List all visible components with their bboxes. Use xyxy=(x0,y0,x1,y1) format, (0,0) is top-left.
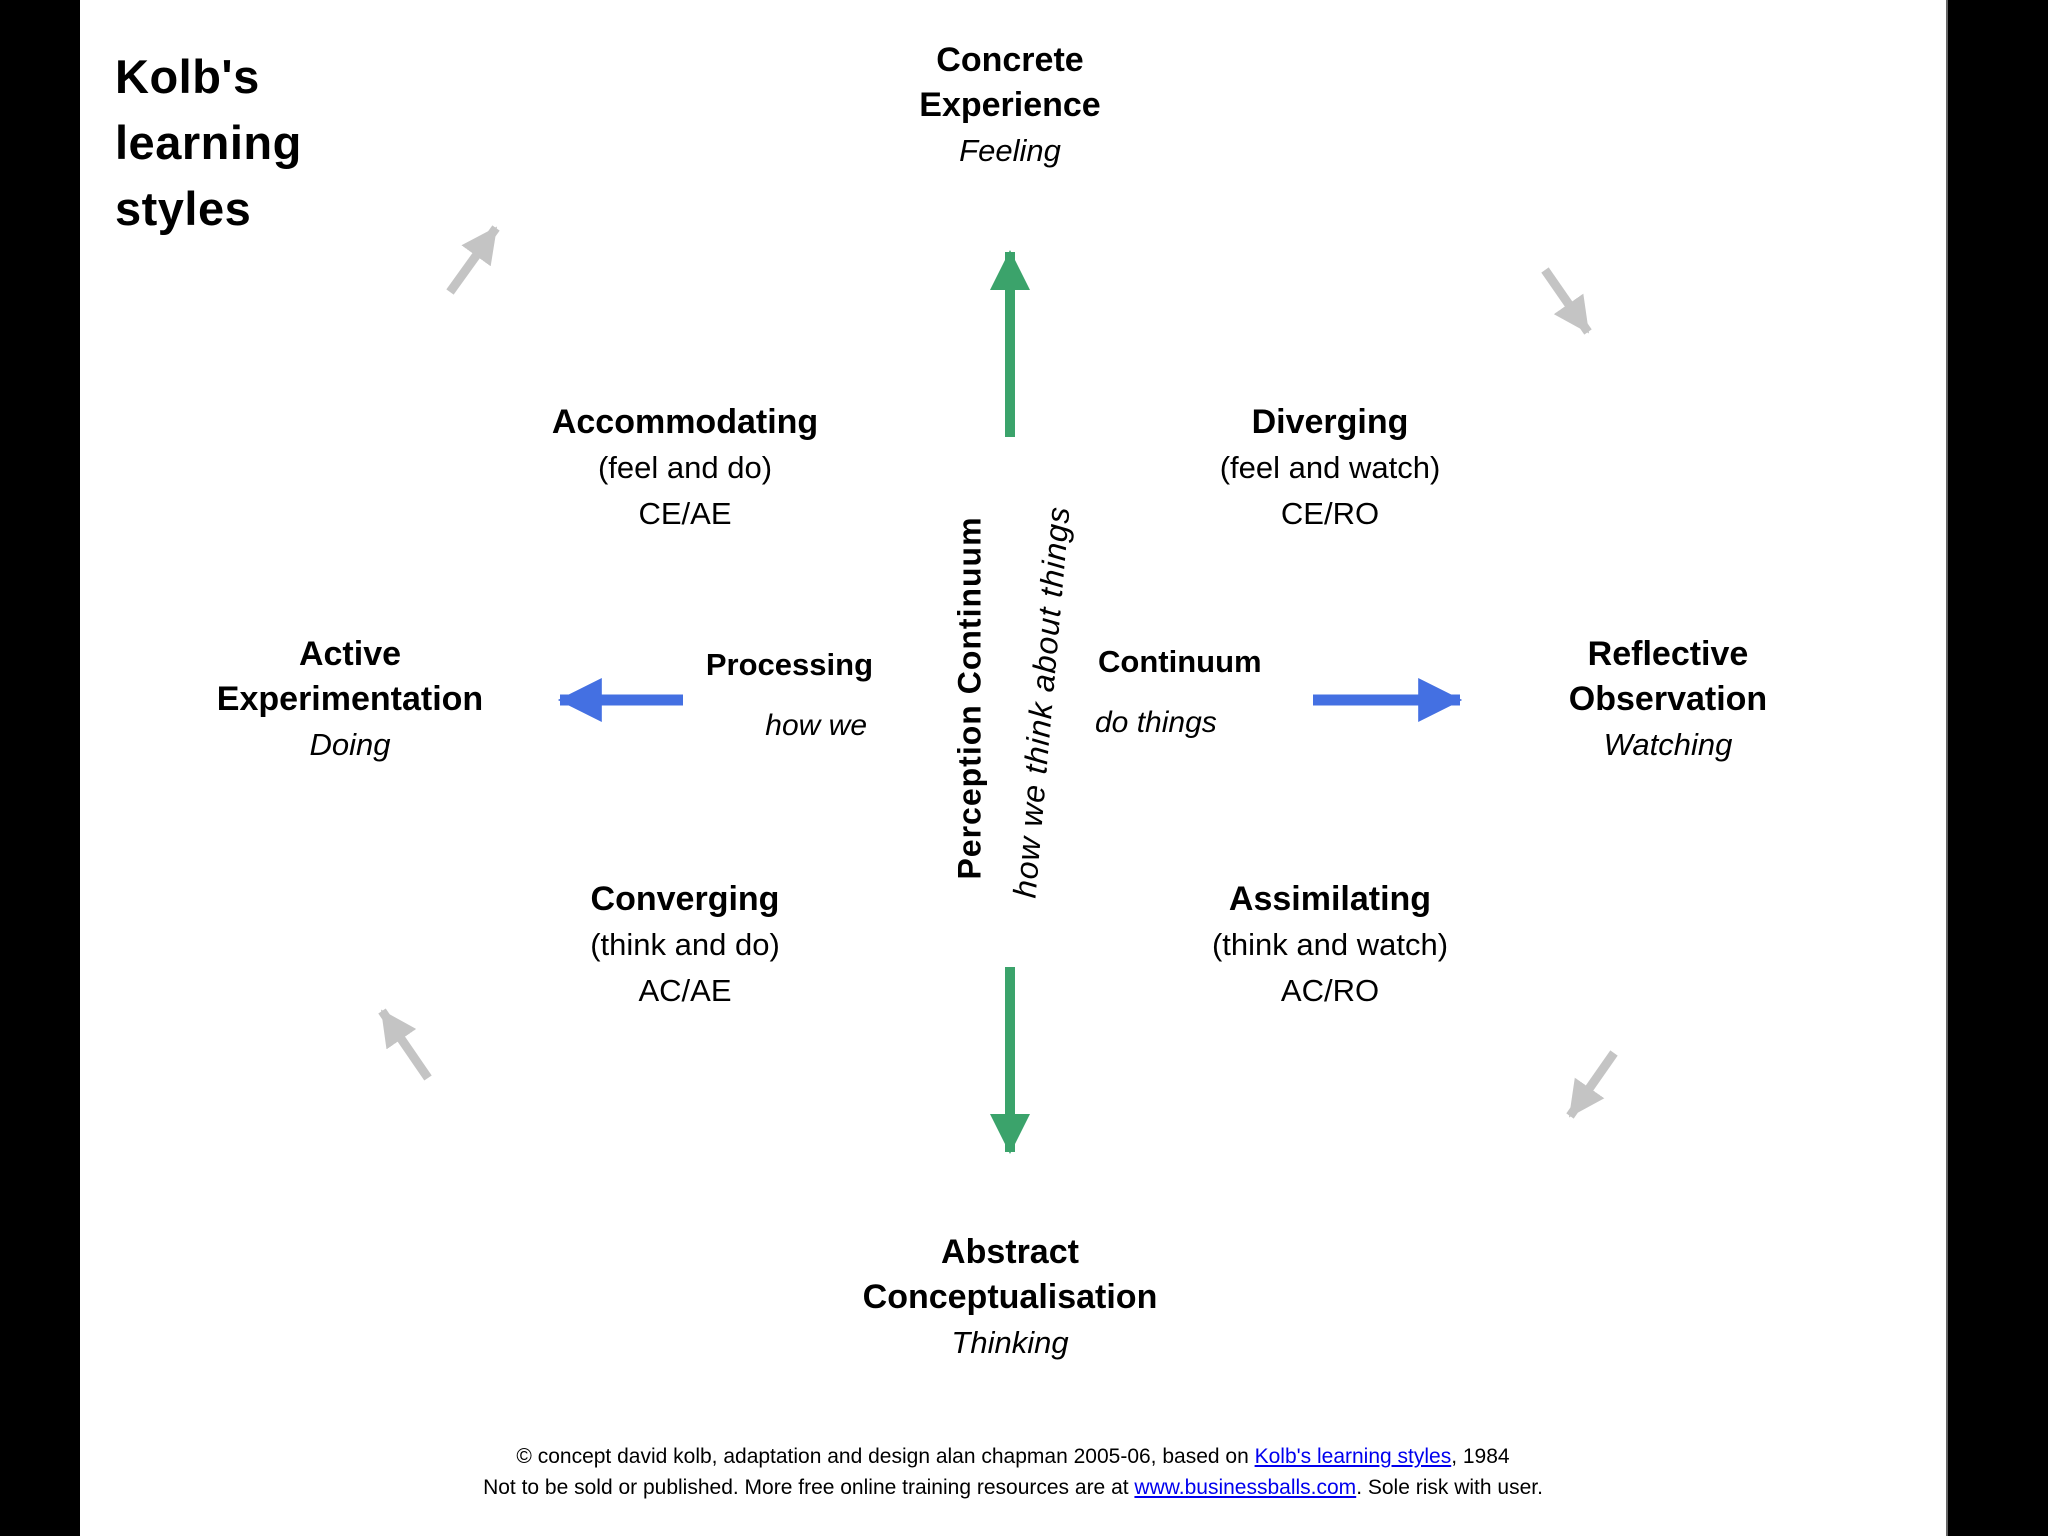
axis-horizontal-sub-right: do things xyxy=(1095,706,1217,739)
axis-vertical-label: Perception Continuum xyxy=(951,516,988,880)
quadrant-detail: (feel and do) xyxy=(597,450,773,485)
cycle-arrow-nw-icon xyxy=(378,1008,432,1081)
quadrant-name: Diverging xyxy=(1251,403,1409,441)
quadrant-code: CE/AE xyxy=(638,496,732,531)
footer-link-kolbs-learning-styles[interactable]: Kolb's learning styles xyxy=(1254,1445,1452,1468)
footer-text: © concept david kolb, adaptation and des… xyxy=(516,1445,1255,1468)
pole-label: Concrete xyxy=(936,41,1084,79)
diagram-arrows-layer xyxy=(378,225,1618,1155)
quadrant-converging: Converging (think and do) AC/AE xyxy=(590,876,780,1014)
quadrant-assimilating: Assimilating (think and watch) AC/RO xyxy=(1212,876,1448,1014)
diagram-title: Kolb's learning styles xyxy=(115,50,302,235)
pole-sublabel: Doing xyxy=(309,727,391,762)
footer-line2: Not to be sold or published. More free o… xyxy=(80,1473,1946,1503)
quadrant-code: AC/RO xyxy=(1280,973,1380,1008)
pole-active-experimentation: Active Experimentation Doing xyxy=(217,632,483,767)
pole-label: Abstract xyxy=(941,1233,1079,1271)
left-letterbox xyxy=(0,0,80,1536)
pole-label: Experience xyxy=(919,86,1101,124)
axis-horizontal-sub-left: how we xyxy=(765,709,867,742)
quadrant-name: Accommodating xyxy=(551,403,819,441)
quadrant-name: Converging xyxy=(590,880,780,918)
footer-link-businessballs[interactable]: www.businessballs.com xyxy=(1134,1476,1357,1499)
quadrant-name: Assimilating xyxy=(1228,880,1432,918)
cycle-arrow-se-icon xyxy=(1541,267,1592,335)
pole-label: Active xyxy=(298,635,402,673)
pole-sublabel: Feeling xyxy=(959,133,1061,168)
diagram-canvas: Kolb's learning styles Concrete Experien… xyxy=(80,0,1948,1536)
pole-sublabel: Thinking xyxy=(951,1325,1069,1360)
pole-label: Experimentation xyxy=(216,680,484,718)
pole-sublabel: Watching xyxy=(1603,727,1733,762)
right-letterbox xyxy=(1946,0,2048,1536)
quadrant-detail: (feel and watch) xyxy=(1219,450,1441,485)
quadrant-detail: (think and do) xyxy=(590,927,780,962)
footer-line1: © concept david kolb, adaptation and des… xyxy=(80,1442,1946,1472)
footer-text: Not to be sold or published. More free o… xyxy=(483,1476,1135,1499)
footer-text: , 1984 xyxy=(1451,1445,1510,1468)
pole-abstract-conceptualisation: Abstract Conceptualisation Thinking xyxy=(863,1230,1158,1365)
footer-text: . Sole risk with user. xyxy=(1356,1476,1543,1499)
cycle-arrow-sw-icon xyxy=(1566,1050,1618,1119)
quadrant-code: CE/RO xyxy=(1280,496,1380,531)
pole-reflective-observation: Reflective Observation Watching xyxy=(1569,632,1767,767)
axis-horizontal-label-left: Processing xyxy=(705,647,873,682)
pole-concrete-experience: Concrete Experience Feeling xyxy=(919,38,1100,173)
pole-label: Reflective xyxy=(1587,635,1749,673)
quadrant-code: AC/AE xyxy=(638,973,732,1008)
cycle-arrow-ne-icon xyxy=(446,225,500,295)
quadrant-detail: (think and watch) xyxy=(1211,927,1449,962)
quadrant-accommodating: Accommodating (feel and do) CE/AE xyxy=(552,399,818,537)
pole-label: Conceptualisation xyxy=(862,1278,1158,1316)
pole-label: Observation xyxy=(1568,680,1768,718)
quadrant-diverging: Diverging (feel and watch) CE/RO xyxy=(1220,399,1441,537)
axis-horizontal-label-right: Continuum xyxy=(1098,644,1262,679)
